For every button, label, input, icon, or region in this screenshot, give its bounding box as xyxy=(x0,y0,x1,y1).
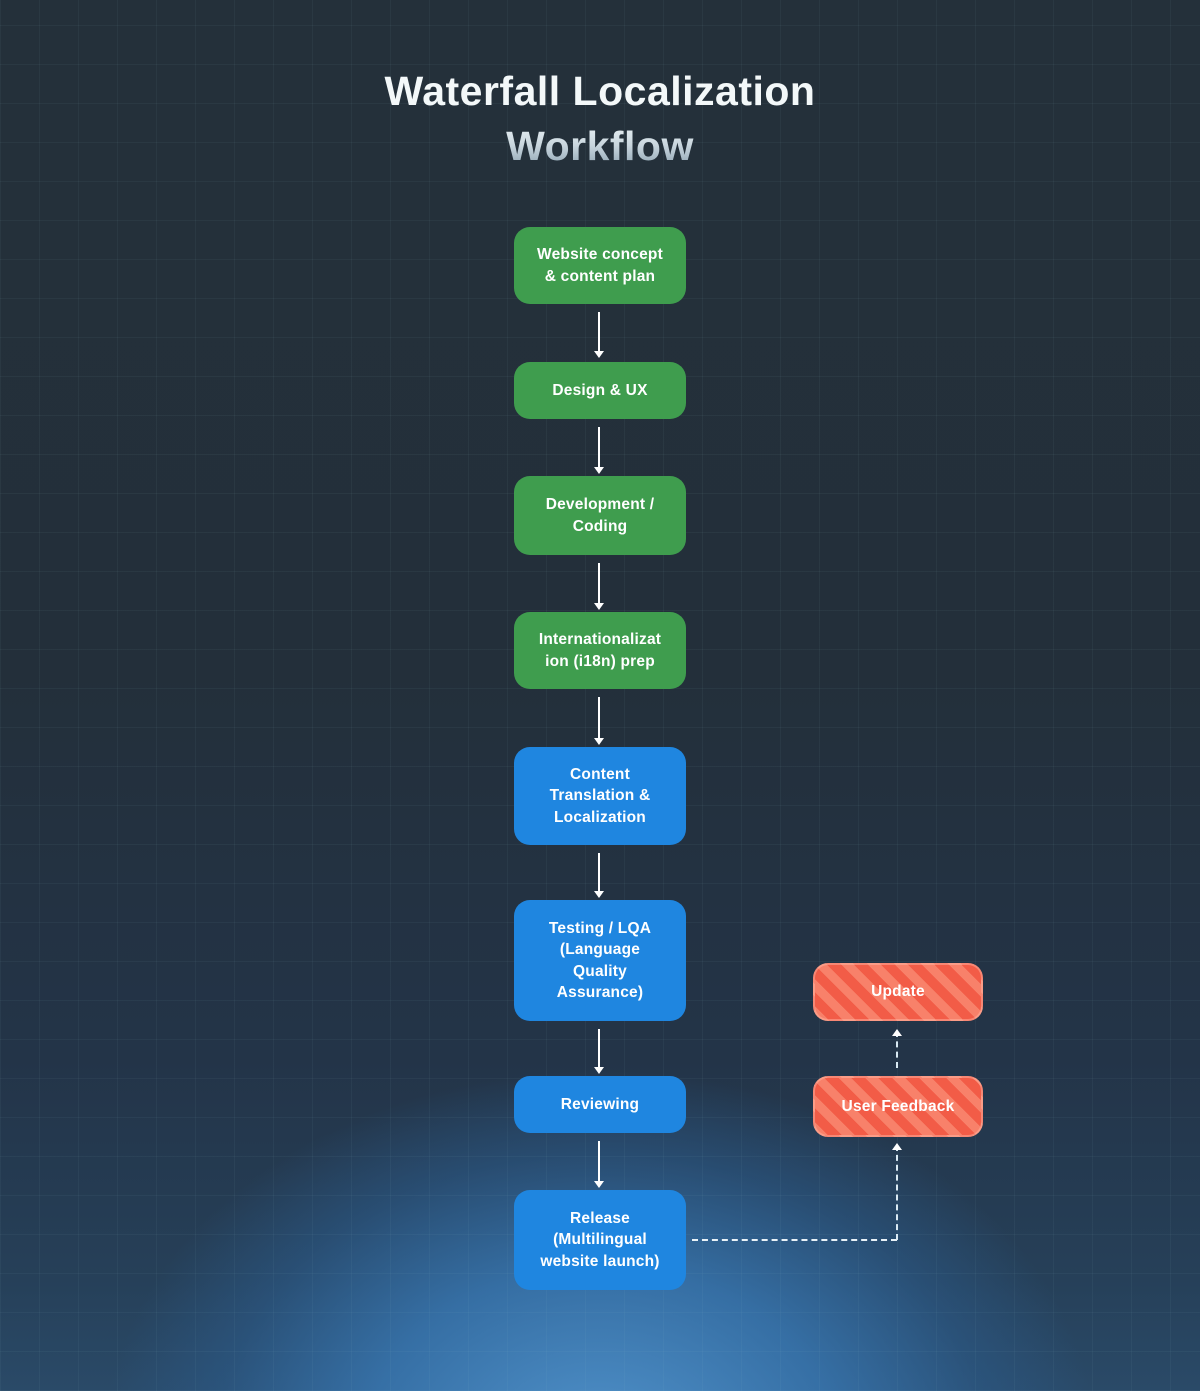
arrow-concept-to-design-icon xyxy=(594,312,604,358)
page-title-line2: Workflow xyxy=(0,119,1200,174)
flow-node-design-ux: Design & UX xyxy=(514,362,686,419)
flow-node-reviewing: Reviewing xyxy=(514,1076,686,1133)
arrow-release-to-feedback-icon xyxy=(892,1143,902,1240)
release-feedback-connector xyxy=(692,1239,897,1241)
flow-node-i18n-prep: Internationalizat ion (i18n) prep xyxy=(514,612,686,689)
flow-node-development-coding: Development / Coding xyxy=(514,476,686,555)
flow-node-user-feedback: User Feedback xyxy=(813,1076,983,1137)
arrow-i18n-to-translation-icon xyxy=(594,697,604,745)
flow-node-update: Update xyxy=(813,963,983,1021)
flow-node-testing-lqa: Testing / LQA (Language Quality Assuranc… xyxy=(514,900,686,1021)
page-title-line1: Waterfall Localization xyxy=(384,68,816,114)
arrow-feedback-to-update-icon xyxy=(892,1029,902,1068)
arrow-development-to-i18n-icon xyxy=(594,563,604,610)
arrow-testing-to-reviewing-icon xyxy=(594,1029,604,1074)
arrow-reviewing-to-release-icon xyxy=(594,1141,604,1188)
arrow-design-to-development-icon xyxy=(594,427,604,474)
arrow-translation-to-testing-icon xyxy=(594,853,604,898)
flow-node-website-concept: Website concept & content plan xyxy=(514,227,686,304)
page-title: Waterfall Localization Workflow xyxy=(0,64,1200,173)
flow-node-release: Release (Multilingual website launch) xyxy=(514,1190,686,1290)
flow-node-content-translation: Content Translation & Localization xyxy=(514,747,686,845)
